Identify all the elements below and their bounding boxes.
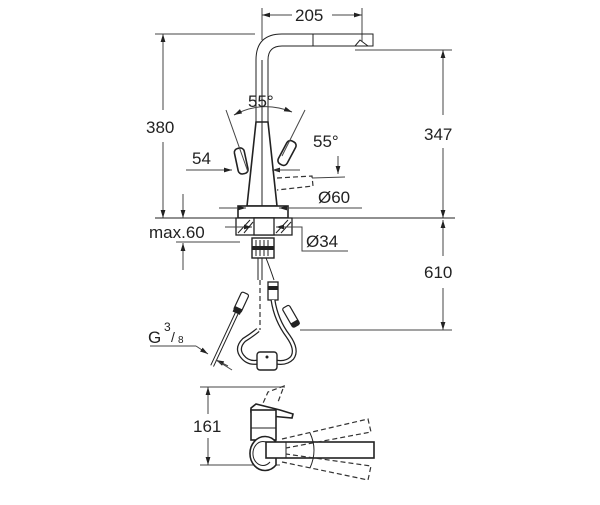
label-thread-num: 3 xyxy=(164,320,171,334)
dimension-lever-angles: 55° 55° xyxy=(225,92,346,179)
dimension-mount-thickness: max.60 xyxy=(149,194,240,270)
dimension-spout-height: 347 xyxy=(355,49,452,218)
label-thread-g: G xyxy=(148,328,161,347)
hose-fittings xyxy=(210,291,300,367)
threaded-connector xyxy=(251,237,275,259)
label-angle-left: 55° xyxy=(248,92,274,111)
label-205: 205 xyxy=(295,6,323,25)
label-54: 54 xyxy=(192,149,211,168)
label-max-60: max.60 xyxy=(149,223,205,242)
dimension-spout-reach: 205 xyxy=(261,6,363,45)
label-diameter-60: Ø60 xyxy=(318,188,350,207)
dimension-hose-length: 610 xyxy=(300,220,452,331)
label-347: 347 xyxy=(424,125,452,144)
supply-hoses xyxy=(236,257,297,371)
label-380: 380 xyxy=(146,118,174,137)
dimension-total-height: 380 xyxy=(146,33,255,218)
label-161: 161 xyxy=(193,417,221,436)
dimension-thread: G 3 / 8 xyxy=(148,320,233,371)
faucet-side-view xyxy=(249,384,375,481)
dimension-side-height: 161 xyxy=(193,386,285,466)
faucet-spout xyxy=(255,33,374,125)
mounting-block xyxy=(225,217,300,236)
label-diameter-34: Ø34 xyxy=(306,232,338,251)
label-610: 610 xyxy=(424,263,452,282)
lever-positions xyxy=(233,139,314,191)
dimension-hole-diameter: Ø34 xyxy=(292,226,348,252)
label-thread-slash: / xyxy=(171,329,175,345)
dimension-lever-offset: 54 xyxy=(186,149,300,173)
dimension-body-diameter: Ø60 xyxy=(219,188,362,211)
faucet-body xyxy=(237,121,289,219)
label-thread-den: 8 xyxy=(178,335,184,346)
label-angle-right: 55° xyxy=(313,132,339,151)
